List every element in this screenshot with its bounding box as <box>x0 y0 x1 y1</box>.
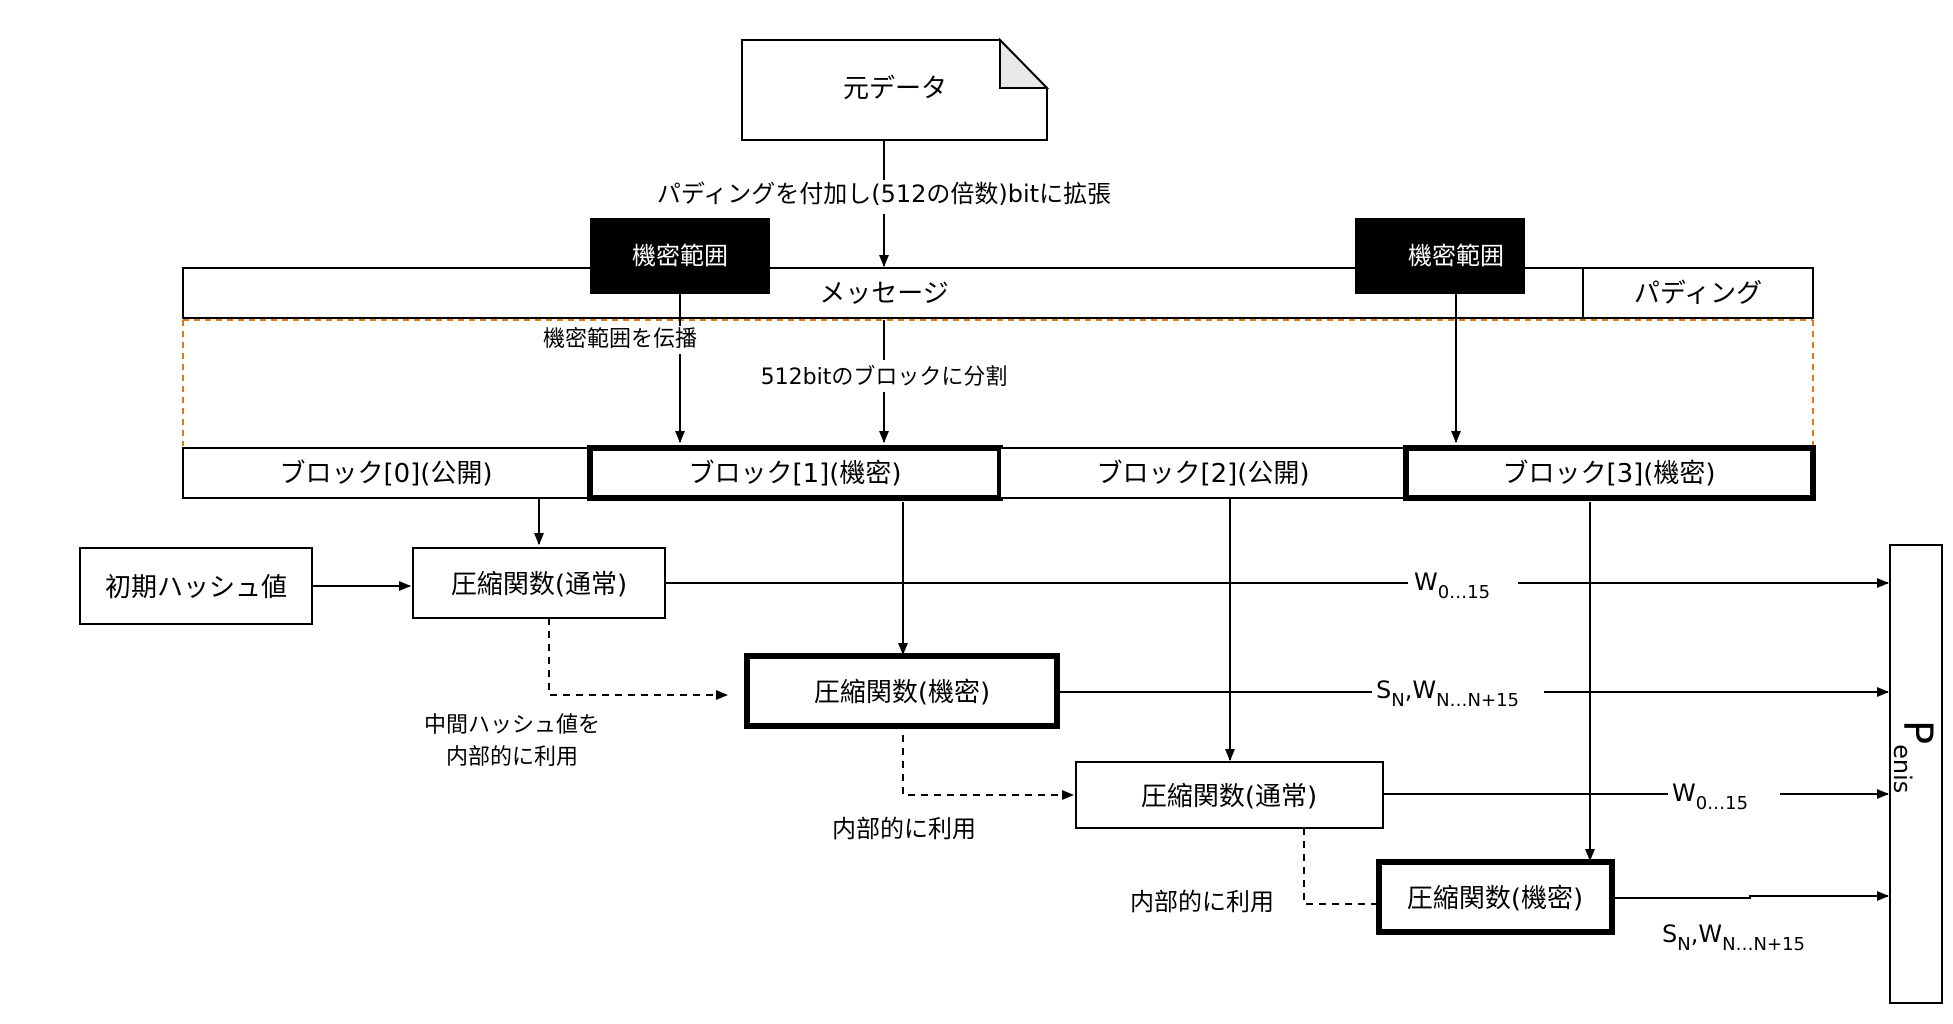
block-0-label: ブロック[0](公開) <box>279 459 492 489</box>
initial-hash-box: 初期ハッシュ値 <box>79 547 313 625</box>
internal-use-dashed-line-2 <box>1303 828 1376 905</box>
block-0: ブロック[0](公開) <box>182 447 591 499</box>
intermediate-label-line2: 内部的に利用 <box>446 745 578 770</box>
compress-3: 圧縮関数(機密) <box>1376 859 1615 935</box>
output-1-label: SN,WN…N+15 <box>1376 676 1519 711</box>
compress-2: 圧縮関数(通常) <box>1075 761 1384 829</box>
initial-hash-label: 初期ハッシュ値 <box>105 573 287 603</box>
secret-range-left: 機密範囲 <box>590 218 770 294</box>
block-1: ブロック[1](機密) <box>587 445 1003 501</box>
padding-bar: パディング <box>1582 267 1814 319</box>
source-data-label: 元データ <box>843 74 947 104</box>
compress-1: 圧縮関数(機密) <box>744 653 1060 729</box>
output-2-label: W0…15 <box>1672 779 1748 814</box>
padding-label: パディング <box>1634 279 1762 309</box>
secret-range-left-label: 機密範囲 <box>632 242 728 270</box>
block-3: ブロック[3](機密) <box>1403 445 1816 501</box>
intermediate-label-line1: 中間ハッシュ値を <box>424 713 600 738</box>
block-3-label: ブロック[3](機密) <box>1502 459 1715 489</box>
output-3-label: SN,WN…N+15 <box>1662 920 1805 955</box>
message-bar: メッセージ <box>182 267 1584 319</box>
internal-use-dashed-arrow-1 <box>902 735 1074 800</box>
source-data-document: 元データ <box>741 37 1050 141</box>
compress-2-label: 圧縮関数(通常) <box>1141 782 1317 812</box>
compress-0-label: 圧縮関数(通常) <box>451 570 627 600</box>
propagate-label: 機密範囲を伝播 <box>543 327 697 352</box>
final-output-box: Penis <box>1888 544 1943 1004</box>
block-1-label: ブロック[1](機密) <box>688 459 901 489</box>
intermediate-hash-dashed-arrow <box>548 618 728 700</box>
compress-3-label: 圧縮関数(機密) <box>1407 884 1583 914</box>
padding-step-label: パディングを付加し(512の倍数)bitに拡張 <box>657 180 1111 208</box>
output-0-label: W0…15 <box>1414 568 1490 603</box>
document-fold-icon <box>999 37 1050 89</box>
block-2: ブロック[2](公開) <box>999 447 1407 499</box>
compress3-output-arrow <box>1612 891 1889 901</box>
message-label: メッセージ <box>819 279 948 309</box>
internal-use-label-1: 内部的に利用 <box>832 815 976 843</box>
compress-1-label: 圧縮関数(機密) <box>814 678 990 708</box>
internal-use-label-2: 内部的に利用 <box>1130 888 1274 916</box>
block-2-label: ブロック[2](公開) <box>1096 459 1309 489</box>
compress-0: 圧縮関数(通常) <box>412 547 666 619</box>
secret-range-right-label: 機密範囲 <box>1408 242 1504 270</box>
secret-range-right: 機密範囲 <box>1355 218 1525 294</box>
final-output-label: Penis <box>1888 720 1940 793</box>
split-label: 512bitのブロックに分割 <box>761 365 1008 390</box>
